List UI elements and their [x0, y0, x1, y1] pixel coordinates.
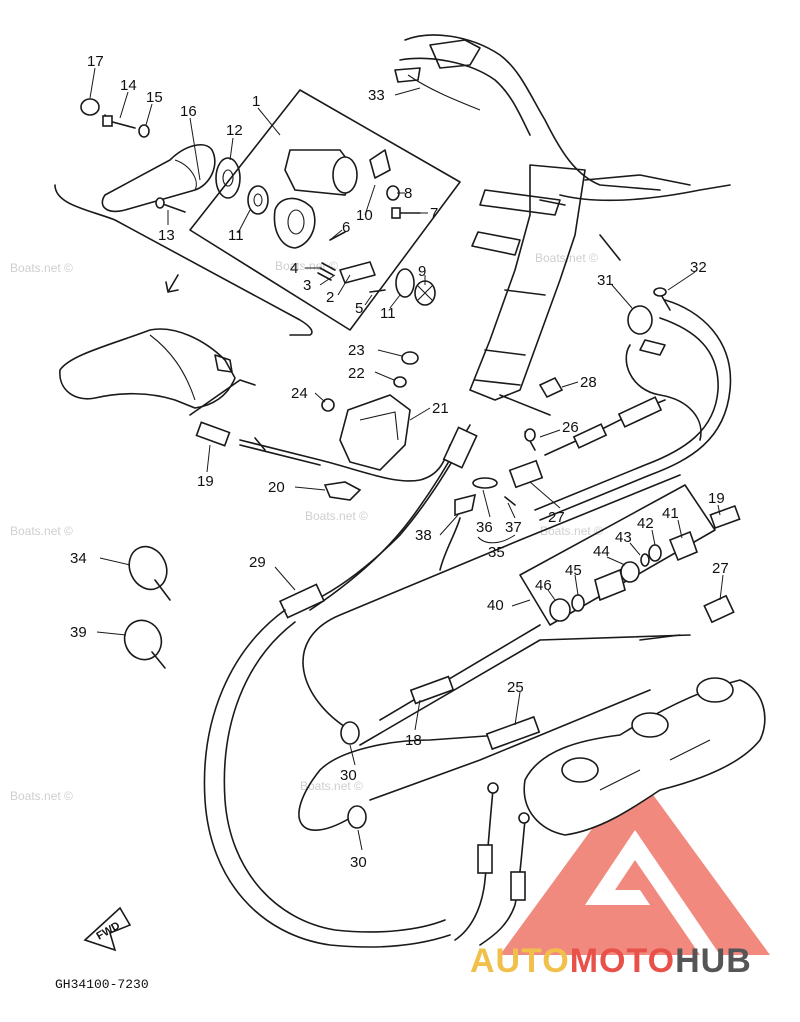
ferrule-19: [195, 421, 231, 447]
callout-labels: 17 14 15 16 12 1 13 11 8 10 7 6 4 3 2 9 …: [70, 53, 729, 871]
carburetor-assembly: [523, 677, 766, 836]
group-box-1: [189, 89, 461, 331]
watermark: Boats.net ©: [540, 524, 603, 538]
watermark: Boats.net ©: [10, 789, 73, 803]
callout-12: 12: [226, 122, 243, 139]
callout-25: 25: [507, 679, 524, 696]
grip-assembly: [59, 328, 451, 501]
callout-20: 20: [268, 479, 285, 496]
callout-8: 8: [404, 185, 412, 202]
callout-24: 24: [291, 385, 308, 402]
callout-45: 45: [565, 562, 582, 579]
callout-31: 31: [597, 272, 614, 289]
watermark: Boats.net ©: [300, 779, 363, 793]
callout-34: 34: [70, 550, 87, 567]
throttle-lever: [101, 144, 216, 213]
bolt-14: [102, 115, 113, 127]
callout-30-lower: 30: [350, 854, 367, 871]
cover-21: [339, 394, 411, 471]
callout-19-lower: 19: [708, 490, 725, 507]
leader-lines: [89, 67, 724, 851]
callout-15: 15: [146, 89, 163, 106]
callout-4: 4: [290, 260, 298, 277]
callout-2: 2: [326, 289, 334, 306]
cover-assembly: [321, 351, 419, 471]
callout-46: 46: [535, 577, 552, 594]
callout-22: 22: [348, 365, 365, 382]
forward-direction-arrow: FWD: [83, 906, 132, 952]
group-box-40: [519, 484, 741, 626]
callout-18: 18: [405, 732, 422, 749]
callout-14: 14: [120, 77, 137, 94]
callout-38: 38: [415, 527, 432, 544]
callout-9: 9: [418, 263, 426, 280]
callout-23: 23: [348, 342, 365, 359]
callout-39: 39: [70, 624, 87, 641]
handlebar: [394, 34, 731, 416]
callout-32: 32: [690, 259, 707, 276]
callout-13: 13: [158, 227, 175, 244]
callout-36: 36: [476, 519, 493, 536]
callout-42: 42: [637, 515, 654, 532]
sleeve-29: [279, 583, 325, 619]
callout-21: 21: [432, 400, 449, 417]
callout-33: 33: [368, 87, 385, 104]
callout-16: 16: [180, 103, 197, 120]
callout-7: 7: [430, 205, 438, 222]
callout-3: 3: [303, 277, 311, 294]
callout-10: 10: [356, 207, 373, 224]
callout-27-upper: 27: [548, 509, 565, 526]
watermark: Boats.net ©: [10, 261, 73, 275]
strap-39: [123, 619, 163, 661]
callout-30-upper: 30: [340, 767, 357, 784]
callout-41: 41: [662, 505, 679, 522]
drawing-code: GH34100-7230: [55, 977, 149, 992]
cap-17: [80, 98, 100, 116]
strap-34: [128, 545, 168, 591]
callout-28: 28: [580, 374, 597, 391]
sleeve-27a: [508, 459, 544, 489]
callout-19-upper: 19: [197, 473, 214, 490]
callout-1: 1: [252, 93, 260, 110]
callout-40: 40: [487, 597, 504, 614]
adjuster-25: [485, 715, 541, 751]
throttle-assembly: [54, 89, 461, 336]
callout-37: 37: [505, 519, 522, 536]
callout-11-lower: 11: [380, 305, 396, 322]
callout-43: 43: [615, 529, 632, 546]
straps: [123, 545, 171, 669]
callout-17: 17: [87, 53, 104, 70]
clip-31: [627, 305, 653, 335]
callout-44: 44: [593, 543, 610, 560]
watermark: Boats.net ©: [305, 509, 368, 523]
washer-15: [138, 124, 150, 138]
watermark: Boats.net ©: [10, 524, 73, 538]
callout-26: 26: [562, 419, 579, 436]
callout-5: 5: [355, 300, 363, 317]
handle-grip: [59, 328, 236, 409]
logo-text-auto: AUTOMOTOHUB: [470, 942, 752, 980]
callout-35: 35: [488, 544, 505, 561]
callout-29: 29: [249, 554, 266, 571]
right-cables: [309, 287, 732, 611]
callout-11-upper: 11: [228, 227, 244, 244]
lower-cables: [203, 474, 691, 948]
callout-27-lower: 27: [712, 560, 729, 577]
callout-6: 6: [342, 219, 350, 236]
